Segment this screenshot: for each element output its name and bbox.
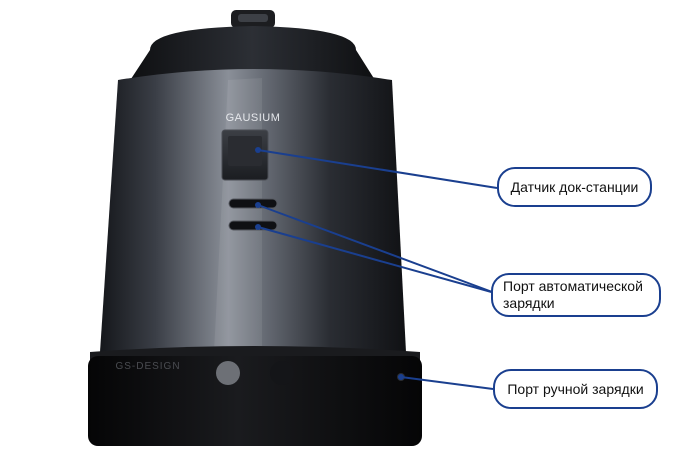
leader-dot-auto-port-upper (255, 202, 261, 208)
brand-logo: GAUSIUM (226, 112, 281, 124)
callout-auto-charge-port-label: Порт автоматической зарядки (503, 278, 643, 311)
base-engraving: GS-DESIGN (115, 361, 180, 372)
top-knob-cap (238, 14, 268, 22)
device-base (88, 356, 422, 446)
base-dark-button (270, 361, 294, 385)
leader-lines (257, 149, 498, 390)
dock-sensor-lens (228, 136, 262, 166)
device-body (100, 69, 406, 352)
leader-dot-manual-port (398, 374, 404, 380)
auto-charge-port-lower (228, 220, 278, 231)
auto-charge-port-upper (228, 198, 278, 209)
leader-dot-auto-port-lower (255, 224, 261, 230)
leader-dot-dock-sensor (255, 147, 261, 153)
leader-line-auto-port-upper (257, 204, 496, 294)
callout-auto-charge-port: Порт автоматической зарядки (491, 273, 661, 317)
callout-manual-charge-port: Порт ручной зарядки (493, 369, 658, 409)
callout-manual-charge-port-label: Порт ручной зарядки (507, 380, 644, 397)
callout-dock-sensor-label: Датчик док-станции (510, 178, 639, 195)
base-light-button (216, 361, 240, 385)
leader-line-dock-sensor (257, 149, 498, 189)
leader-dots (255, 147, 404, 380)
leader-line-auto-port-lower (257, 226, 496, 294)
callout-dock-sensor: Датчик док-станции (497, 167, 652, 207)
leader-line-manual-port (400, 376, 494, 390)
